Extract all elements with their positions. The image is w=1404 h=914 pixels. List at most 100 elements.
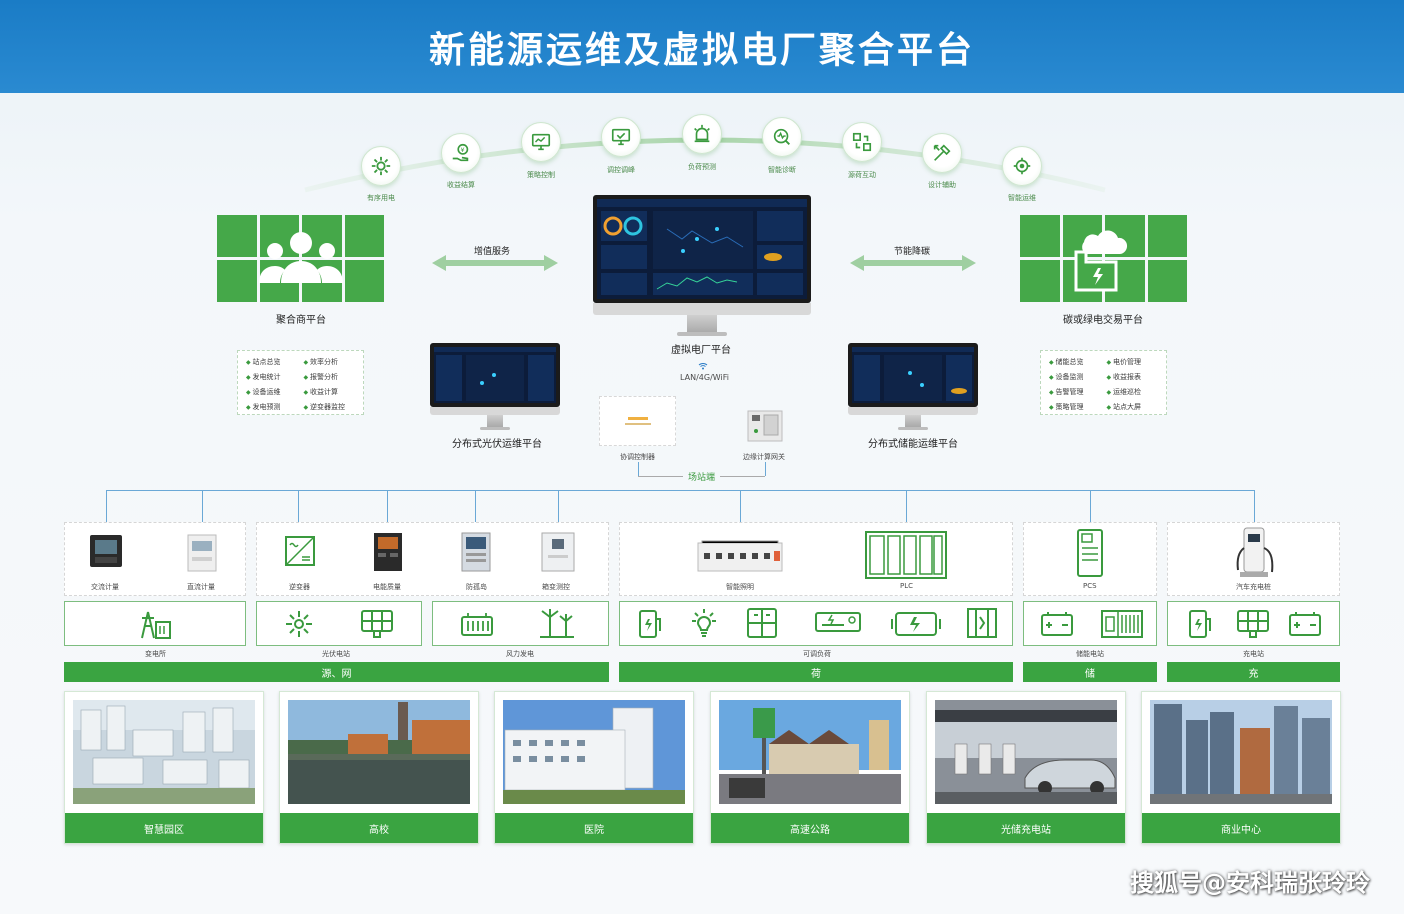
device-label: 逆变器 <box>289 583 310 591</box>
diagnosis-icon <box>762 117 802 157</box>
drop-line <box>202 490 203 522</box>
feature-item: 储能总览 <box>1049 357 1101 367</box>
box-transformer-icon <box>541 532 575 572</box>
substation-icon <box>141 611 171 639</box>
drop-line <box>106 490 107 522</box>
facility-pv-station <box>256 601 422 646</box>
drop-line <box>906 490 907 522</box>
feature-item: 运维巡检 <box>1107 387 1159 397</box>
right-double-arrow <box>850 255 976 271</box>
bracket-line <box>765 462 766 476</box>
interaction-icon <box>842 122 882 162</box>
pv-panel-icon <box>286 611 312 637</box>
feature-item: 站点总览 <box>246 357 298 367</box>
station-side-label: 场站端 <box>688 473 716 483</box>
highway-image <box>719 700 901 804</box>
charger-icon <box>1236 527 1274 577</box>
virtual-power-plant-monitor <box>593 195 811 340</box>
device-label: 交流计量 <box>91 583 119 591</box>
feature-item: 发电预测 <box>246 402 298 412</box>
band-source-grid: 源、网 <box>64 662 609 682</box>
drop-line <box>1254 490 1255 522</box>
ev-battery-icon <box>891 612 941 636</box>
bracket-line <box>638 476 683 477</box>
bracket-line <box>720 476 765 477</box>
maintenance-icon <box>1002 146 1042 186</box>
dashboard-screen <box>597 199 807 295</box>
drop-line <box>298 490 299 522</box>
feature-item: 收益计算 <box>304 387 356 397</box>
svg-text:¥: ¥ <box>461 146 465 154</box>
drop-line <box>387 490 388 522</box>
watermark: 搜狐号@安科瑞张玲玲 <box>1130 869 1370 897</box>
drop-line <box>558 490 559 522</box>
smart-park-image <box>73 700 255 804</box>
feature-item: 报警分析 <box>304 372 356 382</box>
feature-item: 收益报表 <box>1107 372 1159 382</box>
scene-card-smart-park: 智慧园区 <box>64 691 264 844</box>
scene-caption: 高校 <box>280 813 478 843</box>
storage-platform-monitor <box>848 343 978 431</box>
header-banner: 新能源运维及虚拟电厂聚合平台 <box>0 0 1404 93</box>
drop-line <box>740 490 741 522</box>
device-group-load <box>619 522 1013 596</box>
ac-meter-icon <box>90 535 122 567</box>
battery-icon <box>1041 612 1073 636</box>
drop-line <box>475 490 476 522</box>
device-label: 箱变测控 <box>542 583 570 591</box>
feature-item: 发电统计 <box>246 372 298 382</box>
scene-card-university: 高校 <box>279 691 479 844</box>
facility-label: 充电站 <box>1243 650 1264 658</box>
device-label: 智能照明 <box>726 583 754 591</box>
university-image <box>288 700 470 804</box>
vpp-platform-title: 虚拟电厂平台 <box>671 345 731 356</box>
energy-saving-label: 节能降碳 <box>894 247 931 257</box>
facility-label: 风力发电 <box>506 650 534 658</box>
feature-item: 告警管理 <box>1049 387 1101 397</box>
band-load: 荷 <box>619 662 1013 682</box>
carbon-trading-title: 碳或绿电交易平台 <box>1063 315 1143 326</box>
battery-pack-icon <box>461 613 493 636</box>
switchgear-icon <box>967 608 997 638</box>
checked-screen-icon <box>601 117 641 157</box>
inverter-icon <box>285 536 315 566</box>
device-label: PCS <box>1083 582 1097 590</box>
feature-item: 策略管理 <box>1049 402 1101 412</box>
aggregator-features: 站点总览 效率分析 发电统计 报警分析 设备运维 收益计算 发电预测 逆变器监控 <box>237 350 364 415</box>
power-quality-icon <box>374 533 402 571</box>
scene-caption: 智慧园区 <box>65 813 263 843</box>
edge-gateway-icon <box>747 410 783 442</box>
aggregator-platform-title: 聚合商平台 <box>276 315 326 326</box>
monitor-control-icon <box>521 122 561 162</box>
scene-card-pv-storage-charging: 光储充电站 <box>926 691 1126 844</box>
pv-storage-charging-image <box>935 700 1117 804</box>
alarm-icon <box>682 114 722 154</box>
carbon-factory-icon <box>1074 230 1128 292</box>
dc-meter-icon <box>187 534 217 572</box>
feature-item: 效率分析 <box>304 357 356 367</box>
coordinator-label: 协调控制器 <box>620 453 655 461</box>
pv-platform-monitor <box>430 343 560 431</box>
facility-label: 变电所 <box>145 650 166 658</box>
scene-caption: 光储充电站 <box>927 813 1125 843</box>
feature-item: 设备运维 <box>246 387 298 397</box>
scene-caption: 医院 <box>495 813 693 843</box>
feature-item: 电价管理 <box>1107 357 1159 367</box>
solar-panel-icon-2 <box>1237 610 1269 638</box>
money-hand-icon: ¥ <box>441 133 481 173</box>
air-conditioner-icon <box>815 612 861 632</box>
charging-socket-icon <box>639 610 661 638</box>
network-label: LAN/4G/WiFi <box>680 373 729 382</box>
value-added-service-label: 增值服务 <box>474 247 511 257</box>
scene-caption: 商业中心 <box>1142 813 1340 843</box>
feature-item: 站点大屏 <box>1107 402 1159 412</box>
carbon-features: 储能总览 电价管理 设备监测 收益报表 告警管理 运维巡检 策略管理 站点大屏 <box>1040 350 1167 415</box>
arc-label: 设计辅助 <box>928 181 956 189</box>
device-label: PLC <box>900 582 914 590</box>
storage-platform-title: 分布式储能运维平台 <box>868 439 958 450</box>
facility-label: 可调负荷 <box>803 650 831 658</box>
page-title: 新能源运维及虚拟电厂聚合平台 <box>428 29 975 71</box>
arc-label: 调控调峰 <box>607 166 635 174</box>
gear-icon <box>361 146 401 186</box>
anti-island-icon <box>461 532 491 572</box>
